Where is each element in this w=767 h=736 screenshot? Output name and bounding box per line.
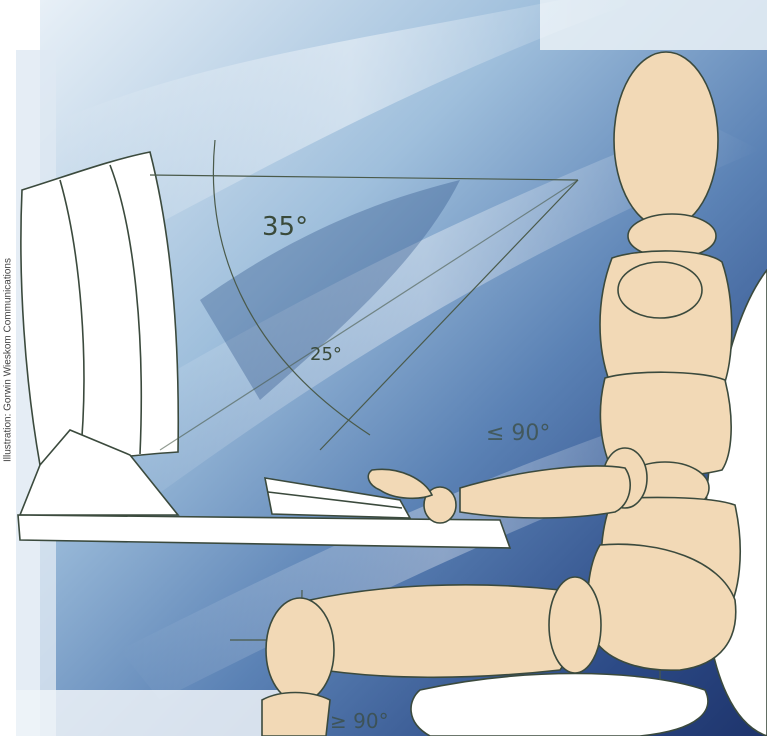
angle-label-90-knee: ≥ 90° <box>330 709 389 733</box>
angle-label-25: 25° <box>310 344 342 365</box>
angle-label-35: 35° <box>262 212 308 242</box>
angle-label-90-back: ≤ 90° <box>486 421 550 446</box>
